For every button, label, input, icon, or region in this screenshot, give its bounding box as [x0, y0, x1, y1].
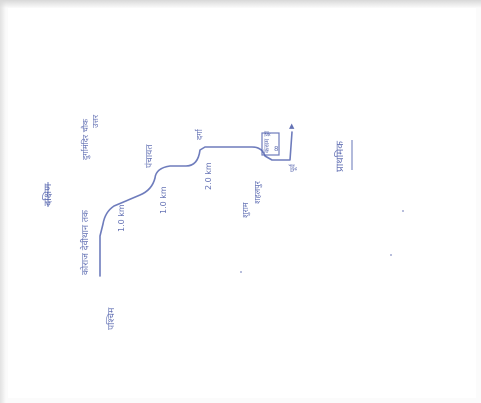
west-label: पश्चिम	[107, 307, 117, 330]
place-2-label: पंचायत	[145, 144, 155, 168]
footer-label: प्राथमिक	[335, 141, 346, 172]
scan-speck	[390, 254, 392, 256]
building-box-number: 8	[274, 145, 279, 153]
place-5-label: शहलपुर	[253, 181, 262, 204]
road-line	[99, 131, 293, 277]
distance-2-label: 1.0 km	[159, 186, 168, 214]
scan-speck	[402, 210, 404, 212]
distance-1-label: 1.0 km	[117, 204, 126, 232]
east-label: पूर्व	[289, 164, 297, 172]
place-4-label: शुराम	[241, 202, 250, 218]
road-start-label: कोराज देवीथान तक	[81, 210, 91, 275]
place-3-label: दर्गा	[195, 129, 204, 140]
building-box-label: कंसम ड्रा	[263, 130, 271, 153]
arrow-icon: ▲	[289, 122, 295, 130]
scan-edge-top	[0, 0, 481, 8]
north-label: उत्तर	[91, 114, 100, 128]
place-1-label: दुर्गामंदिर चौक	[81, 118, 90, 160]
building-box	[261, 132, 280, 156]
south-label: दक्षिण	[43, 183, 54, 206]
distance-3-label: 2.0 km	[204, 162, 213, 190]
scan-edge-left	[0, 0, 6, 403]
scan-speck	[240, 271, 242, 273]
paper-sheet	[8, 8, 476, 398]
